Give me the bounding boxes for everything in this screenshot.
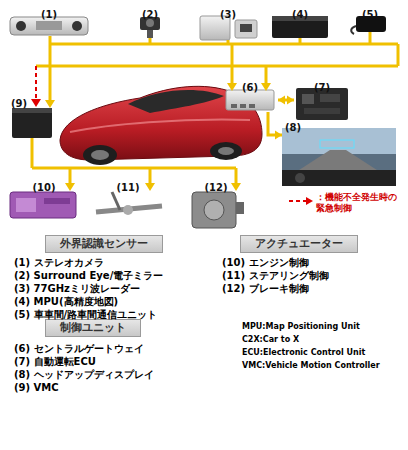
list-item: (3) 77GHzミリ波レーダー bbox=[14, 283, 140, 295]
list-item: (5) 車車間/路車間通信ユニット bbox=[14, 309, 157, 321]
callout-number: (10) bbox=[31, 182, 56, 193]
brake-icon bbox=[192, 192, 244, 228]
component-area: (1) bbox=[8, 3, 90, 39]
component-area: (4) bbox=[268, 3, 332, 41]
arrowhead bbox=[278, 96, 285, 105]
callout-number: (4) bbox=[291, 9, 309, 20]
callout-number: (7) bbox=[313, 82, 331, 93]
connector bbox=[278, 96, 294, 105]
component-area: (7) bbox=[294, 76, 350, 122]
abbreviation: C2X:Car to X bbox=[242, 335, 299, 345]
component-area: (9) bbox=[8, 92, 56, 142]
callout-number: (9) bbox=[10, 98, 28, 109]
callout-number: (1) bbox=[40, 9, 58, 20]
callout-number: (8) bbox=[284, 122, 302, 133]
component-area: (3) bbox=[198, 3, 258, 43]
component-area: (6) bbox=[222, 76, 278, 112]
arrowhead bbox=[275, 131, 282, 140]
list-item: (9) VMC bbox=[14, 382, 59, 394]
callout-number: (12) bbox=[203, 182, 228, 193]
emergency-path bbox=[31, 66, 41, 107]
callout-number: (6) bbox=[241, 82, 259, 93]
section-band: 外界認識センサー bbox=[45, 235, 163, 253]
bus-lines bbox=[32, 32, 398, 184]
legend-text: ：機能不全発生時の緊急制御 bbox=[316, 192, 402, 214]
abbreviation: ECU:Electronic Control Unit bbox=[242, 348, 365, 358]
callout-number: (11) bbox=[115, 182, 140, 193]
list-item: (11) ステアリング制御 bbox=[222, 270, 329, 282]
section-header: 制御ユニット bbox=[60, 321, 126, 335]
section-header: 外界認識センサー bbox=[60, 237, 148, 251]
legend-swatch bbox=[288, 196, 314, 206]
list-item: (7) 自動運転ECU bbox=[14, 356, 96, 368]
component-area: (5) bbox=[348, 3, 392, 37]
component-area: (8) bbox=[282, 116, 398, 188]
list-item: (8) ヘッドアップディスプレイ bbox=[14, 369, 154, 381]
legend-item: ：機能不全発生時の緊急制御 bbox=[288, 192, 404, 214]
callout-number: (2) bbox=[141, 9, 159, 20]
abbreviation: MPU:Map Positioning Unit bbox=[242, 322, 360, 332]
gateway-icon bbox=[226, 90, 274, 110]
abbreviation: VMC:Vehicle Motion Controller bbox=[242, 361, 380, 371]
camera-icon bbox=[140, 17, 160, 38]
connector bbox=[268, 112, 282, 140]
hud-photo bbox=[282, 128, 396, 186]
list-item: (4) MPU(高精度地図) bbox=[14, 296, 118, 308]
list-item: (1) ステレオカメラ bbox=[14, 257, 104, 269]
section-band: アクチュエーター bbox=[240, 235, 358, 253]
arrowhead bbox=[287, 96, 294, 105]
callout-number: (3) bbox=[219, 9, 237, 20]
component-area: (10) bbox=[8, 176, 80, 222]
section-band: 制御ユニット bbox=[45, 319, 141, 337]
component-area: (12) bbox=[186, 176, 246, 232]
engine-ecu-icon bbox=[10, 192, 76, 218]
section-header: アクチュエーター bbox=[255, 237, 343, 251]
list-item: (2) Surround Eye/電子ミラー bbox=[14, 270, 163, 282]
list-item: (10) エンジン制御 bbox=[222, 257, 309, 269]
steering-icon bbox=[96, 192, 162, 215]
list-item: (6) セントラルゲートウェイ bbox=[14, 343, 144, 355]
bus-arrowheads bbox=[45, 83, 271, 191]
vmc-icon bbox=[12, 108, 52, 138]
component-area: (11) bbox=[92, 176, 164, 222]
component-area: (2) bbox=[132, 3, 168, 41]
callout-number: (5) bbox=[361, 9, 379, 20]
list-item: (12) ブレーキ制御 bbox=[222, 283, 309, 295]
